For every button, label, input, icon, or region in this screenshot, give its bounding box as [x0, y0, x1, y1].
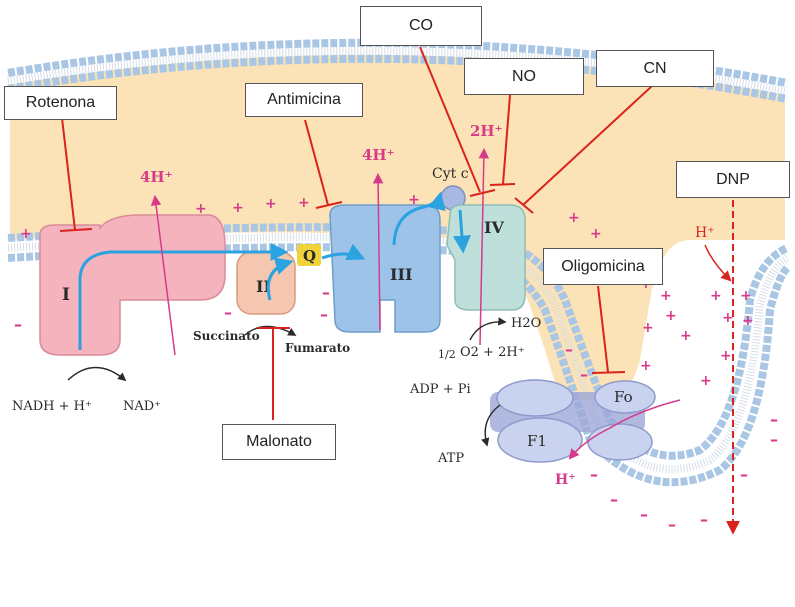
- fumarato-label: Fumarato: [285, 341, 350, 355]
- quinone-label: Q: [303, 247, 316, 265]
- half-label: 1/2: [438, 348, 456, 361]
- malonato-label: Malonato: [246, 433, 312, 451]
- cytochrome-c-label: Cyt c: [432, 166, 469, 182]
- proton-label-complex-IV: 2H⁺: [470, 122, 503, 140]
- adp-label: ADP + Pi: [409, 382, 471, 397]
- svg-text:–: –: [590, 465, 598, 484]
- proton-label-dnp: H⁺: [695, 225, 715, 241]
- svg-text:–: –: [770, 410, 778, 429]
- oligomicina-label: Oligomicina: [561, 258, 645, 276]
- proton-label-complex-I: 4H⁺: [140, 168, 173, 186]
- oligomicina-box: Oligomicina: [543, 248, 663, 285]
- h2o-label: H2O: [511, 316, 541, 331]
- svg-text:–: –: [565, 340, 573, 359]
- complex-III-label: III: [390, 265, 412, 284]
- svg-text:+: +: [590, 226, 602, 242]
- svg-text:–: –: [700, 510, 708, 529]
- svg-text:+: +: [720, 348, 732, 364]
- svg-text:+: +: [642, 320, 654, 336]
- dnp-proton-arrow: [705, 245, 730, 280]
- nadh-label: NADH + H⁺: [12, 399, 92, 414]
- complex-IV-label: IV: [484, 218, 504, 237]
- dnp-box: DNP: [676, 161, 790, 198]
- nad-label: NAD⁺: [123, 399, 161, 414]
- svg-text:+: +: [265, 196, 277, 212]
- svg-text:+: +: [700, 373, 712, 389]
- svg-text:+: +: [660, 288, 672, 304]
- dnp-label: DNP: [716, 171, 750, 189]
- atp-label: ATP: [437, 451, 464, 466]
- svg-text:–: –: [770, 430, 778, 449]
- atp-synthase: Fo F1: [490, 380, 680, 462]
- svg-text:+: +: [680, 328, 692, 344]
- antimicina-label: Antimicina: [267, 91, 341, 109]
- cn-box: CN: [596, 50, 714, 87]
- svg-text:+: +: [20, 226, 32, 242]
- F0-bottom: [588, 424, 652, 460]
- malonato-box: Malonato: [222, 424, 336, 460]
- svg-text:+: +: [298, 195, 310, 211]
- svg-text:+: +: [710, 288, 722, 304]
- quinone: Q: [297, 244, 321, 266]
- antimicina-box: Antimicina: [245, 83, 363, 117]
- svg-text:–: –: [740, 465, 748, 484]
- complex-IV: IV: [447, 205, 525, 310]
- svg-text:–: –: [668, 515, 676, 534]
- svg-text:+: +: [232, 200, 244, 216]
- svg-text:–: –: [610, 490, 618, 509]
- no-box: NO: [464, 58, 584, 95]
- complex-I-label: I: [62, 285, 70, 305]
- svg-text:+: +: [742, 313, 754, 329]
- svg-text:–: –: [640, 505, 648, 524]
- F1-top: [497, 380, 573, 416]
- o2-label: O2 + 2H⁺: [460, 345, 525, 360]
- svg-text:+: +: [640, 358, 652, 374]
- svg-text:+: +: [740, 288, 752, 304]
- rotenona-box: Rotenona: [4, 86, 117, 120]
- co-box: CO: [360, 6, 482, 46]
- svg-text:+: +: [568, 210, 580, 226]
- succinato-label: Succinato: [193, 329, 260, 343]
- complex-II: II: [237, 252, 295, 314]
- no-label: NO: [512, 68, 536, 86]
- svg-text:–: –: [320, 305, 328, 324]
- F1-label: F1: [527, 432, 547, 450]
- co-label: CO: [409, 17, 433, 35]
- complex-III: III: [330, 205, 440, 332]
- cn-label: CN: [643, 60, 666, 78]
- proton-label-complex-III: 4H⁺: [362, 146, 395, 164]
- svg-text:–: –: [580, 365, 588, 384]
- svg-text:+: +: [722, 310, 734, 326]
- svg-text:–: –: [224, 303, 232, 322]
- rotenona-label: Rotenona: [26, 94, 95, 112]
- svg-text:+: +: [665, 308, 677, 324]
- svg-text:–: –: [322, 283, 330, 302]
- proton-label-atp-synthase: H⁺: [555, 472, 576, 488]
- svg-text:–: –: [14, 315, 22, 334]
- F0-label: Fo: [614, 388, 633, 406]
